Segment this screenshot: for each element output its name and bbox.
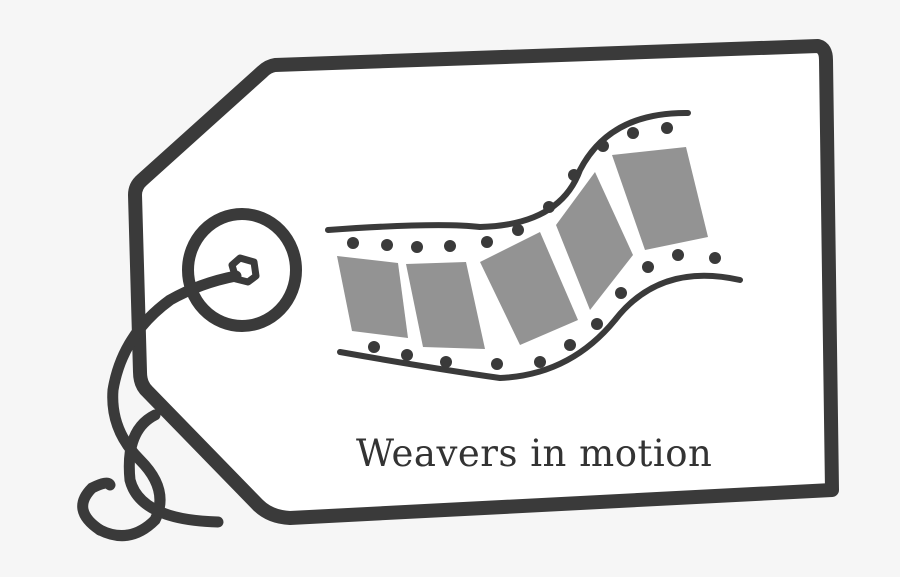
logo-caption: Weavers in motion: [356, 432, 713, 475]
string-icon: [77, 270, 242, 542]
eyelet-icon: [182, 208, 302, 332]
film-strip-icon: [325, 109, 743, 382]
